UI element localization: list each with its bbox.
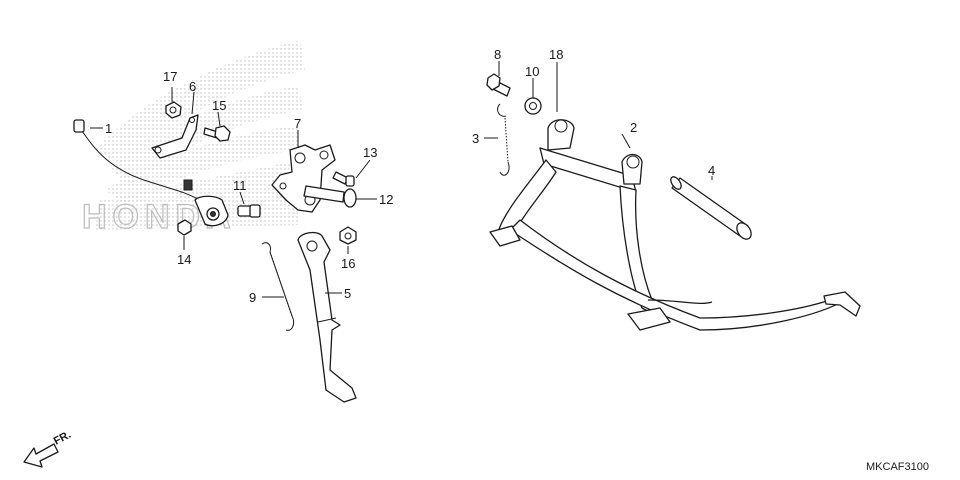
part-5-side-stand[interactable]	[297, 231, 357, 403]
part-9-spring[interactable]	[261, 242, 295, 331]
callout-12[interactable]: 12	[379, 192, 393, 207]
part-16-nut[interactable]	[339, 226, 357, 245]
part-4-pipe[interactable]	[669, 175, 754, 242]
part-8-bolt[interactable]	[486, 73, 511, 97]
part-13-bolt[interactable]	[332, 171, 355, 187]
figure-code: MKCAF3100	[866, 461, 929, 473]
callout-7[interactable]: 7	[294, 116, 301, 131]
callout-1[interactable]: 1	[105, 121, 112, 136]
part-2-main-stand[interactable]	[489, 119, 861, 331]
callout-14[interactable]: 14	[177, 252, 191, 267]
part-3-spring[interactable]	[497, 103, 510, 176]
front-arrow-icon	[23, 443, 59, 468]
callout-8[interactable]: 8	[494, 47, 501, 62]
callout-9[interactable]: 9	[249, 290, 256, 305]
front-direction-label: FR.	[52, 429, 73, 448]
callout-10[interactable]: 10	[525, 64, 539, 79]
switch-body	[194, 195, 229, 227]
callout-3[interactable]: 3	[472, 131, 479, 146]
part-14-nut[interactable]	[177, 219, 192, 236]
callout-6[interactable]: 6	[189, 79, 196, 94]
front-direction-indicator: FR.	[23, 429, 73, 468]
part-11-bolt[interactable]	[237, 204, 261, 218]
callout-5[interactable]: 5	[344, 286, 351, 301]
callout-2[interactable]: 2	[630, 120, 637, 135]
callout-11[interactable]: 11	[233, 178, 247, 193]
part-6-bracket[interactable]	[151, 114, 199, 159]
part-17-nut[interactable]	[165, 101, 182, 119]
callout-13[interactable]: 13	[363, 145, 377, 160]
part-12-pivot-bolt[interactable]	[303, 185, 357, 208]
callout-15[interactable]: 15	[212, 98, 226, 113]
honda-wing-watermark: HONDA	[81, 40, 305, 237]
callout-labels: 1 2 3 4 5 6 7 8 9 10 11 12 13 14 15 16 1…	[105, 47, 715, 305]
callout-17[interactable]: 17	[163, 69, 177, 84]
part-10-washer[interactable]	[524, 97, 542, 115]
part-15-bolt[interactable]	[203, 125, 231, 142]
part-1-switch-cable[interactable]	[73, 119, 229, 227]
leader-lines	[90, 61, 713, 298]
callout-4[interactable]: 4	[708, 163, 715, 178]
callout-18[interactable]: 18	[549, 47, 563, 62]
callout-16[interactable]: 16	[341, 256, 355, 271]
